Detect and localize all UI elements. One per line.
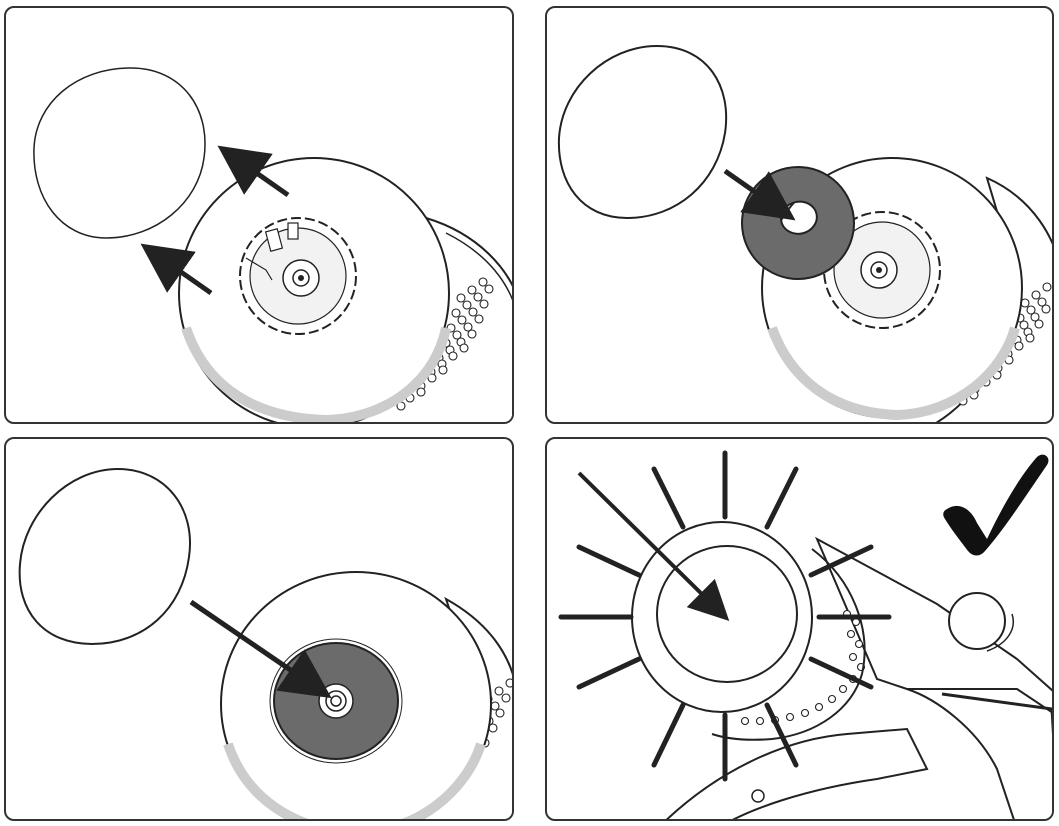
step-4-panel — [545, 437, 1054, 821]
check-mark-icon — [943, 454, 1049, 556]
filter-pad — [33, 67, 206, 239]
shine-rays — [558, 450, 892, 782]
step-2-panel — [545, 6, 1054, 424]
step-2-illustration — [557, 44, 1052, 422]
step-3-panel — [4, 437, 514, 821]
install-arrow — [577, 471, 730, 622]
filter-pad-installed — [656, 545, 798, 683]
step-4-illustration — [558, 450, 1052, 819]
filter-pad — [557, 44, 728, 220]
insert-arrow — [723, 168, 796, 221]
remove-arrow-upper — [217, 145, 290, 198]
handle-grip — [666, 727, 929, 819]
filter-pad — [18, 467, 191, 646]
remove-arrow-lower — [140, 243, 213, 296]
step-1-panel — [4, 6, 514, 424]
vent-grille — [396, 277, 494, 411]
vacuum-handle — [814, 536, 1052, 819]
step-1-illustration — [33, 67, 512, 422]
trigger-button — [948, 592, 1006, 650]
step-3-illustration — [18, 467, 512, 819]
seat-arrow — [189, 599, 332, 699]
